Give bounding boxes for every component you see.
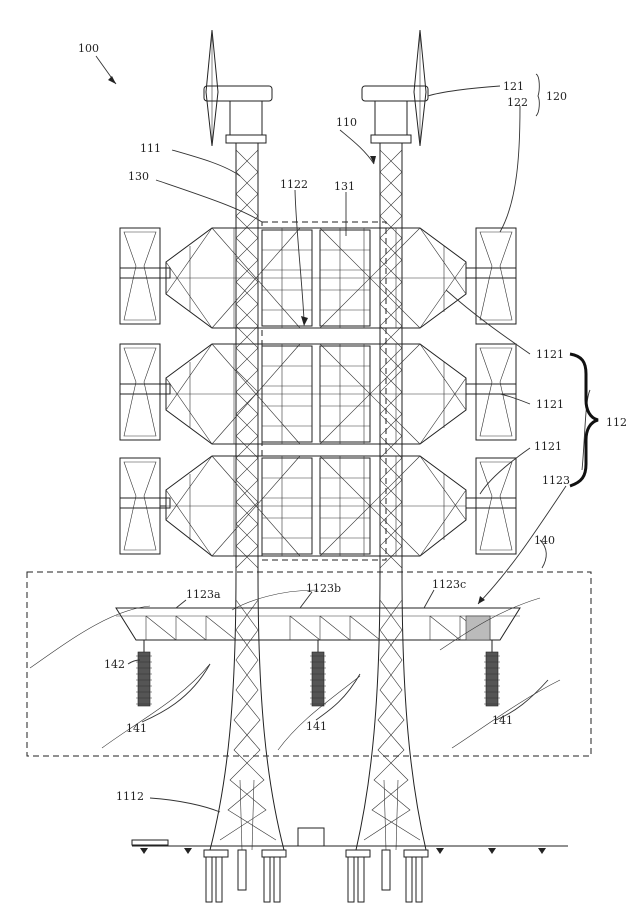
- side-turbine-left-3: [120, 458, 170, 554]
- side-turbine-right-1: [466, 228, 516, 324]
- right-top-turbine: [362, 30, 428, 146]
- label-140: 140: [534, 534, 555, 547]
- insulator-right: [484, 640, 500, 706]
- left-top-turbine: [204, 30, 272, 146]
- truss-tier-3: [166, 456, 466, 556]
- label-1121-c: 1121: [534, 440, 562, 453]
- right-tower: [346, 30, 428, 902]
- insulator-left: [136, 640, 152, 706]
- label-120: 120: [546, 90, 567, 103]
- label-142: 142: [104, 658, 125, 671]
- brace-112: [570, 354, 598, 486]
- side-turbine-left-2: [120, 344, 170, 440]
- left-tower: [204, 30, 286, 902]
- label-1123c: 1123c: [432, 578, 466, 591]
- truss-tier-1: [166, 228, 466, 328]
- label-1121-a: 1121: [536, 348, 564, 361]
- insulator-center: [310, 640, 326, 706]
- label-112: 112: [606, 416, 627, 429]
- label-1121-b: 1121: [536, 398, 564, 411]
- side-turbine-right-3: [466, 458, 516, 554]
- side-turbine-right-2: [466, 344, 516, 440]
- label-121: 121: [503, 80, 524, 93]
- label-110: 110: [336, 116, 357, 129]
- label-1122: 1122: [280, 178, 308, 191]
- label-111: 111: [140, 142, 161, 155]
- label-1123b: 1123b: [306, 582, 341, 595]
- label-141-b: 141: [306, 720, 327, 733]
- truss-tiers: [166, 228, 466, 556]
- insulators: [136, 640, 500, 706]
- label-100: 100: [78, 42, 99, 55]
- lower-crossarm: [116, 608, 520, 640]
- label-1112: 1112: [116, 790, 144, 803]
- label-141-c: 141: [492, 714, 513, 727]
- truss-tier-2: [166, 344, 466, 444]
- side-turbine-left-1: [120, 228, 170, 324]
- label-1123a: 1123a: [186, 588, 221, 601]
- label-131: 131: [334, 180, 355, 193]
- label-122: 122: [507, 96, 528, 109]
- label-130: 130: [128, 170, 149, 183]
- label-141-a: 141: [126, 722, 147, 735]
- label-1123: 1123: [542, 474, 570, 487]
